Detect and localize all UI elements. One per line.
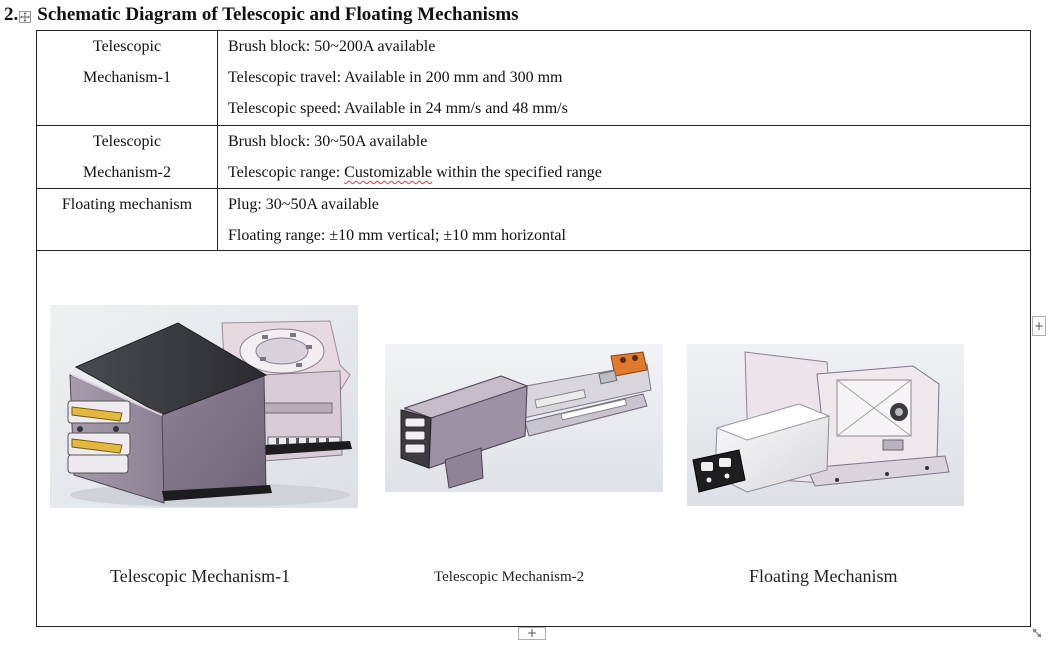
add-column-button[interactable]: +: [1032, 316, 1046, 336]
figures-cell[interactable]: Telescopic Mechanism-1 Telescopic Mechan…: [37, 251, 1030, 626]
figure-caption: Floating Mechanism: [749, 566, 898, 586]
row-label: Mechanism-1: [83, 69, 171, 86]
spec-text: Telescopic range:: [228, 164, 345, 181]
spec-line: Telescopic travel: Available in 200 mm a…: [228, 69, 563, 86]
row-label: Mechanism-2: [83, 164, 171, 181]
table-row: Telescopic Mechanism-1 Brush block: 50~2…: [37, 31, 1030, 126]
row-label: Floating mechanism: [61, 196, 193, 213]
section-title: Schematic Diagram of Telescopic and Floa…: [37, 4, 519, 25]
spec-line: Brush block: 50~200A available: [228, 38, 436, 55]
row-label: Telescopic: [92, 133, 162, 150]
spec-cell[interactable]: Plug: 30~50A available Floating range: ±…: [228, 189, 1030, 250]
spec-cell[interactable]: Brush block: 50~200A available Telescopi…: [228, 31, 1030, 125]
add-row-button[interactable]: +: [518, 627, 546, 640]
figure-caption: Telescopic Mechanism-2: [434, 569, 585, 585]
spec-line: Floating range: ±10 mm vertical; ±10 mm …: [228, 227, 566, 244]
spec-table: Telescopic Mechanism-1 Brush block: 50~2…: [36, 30, 1031, 627]
spec-line: Brush block: 30~50A available: [228, 133, 428, 150]
spec-line: Telescopic speed: Available in 24 mm/s a…: [228, 100, 568, 117]
row-label-cell[interactable]: Telescopic Mechanism-2: [37, 126, 218, 188]
telescopic-mechanism-1-image: [50, 305, 358, 508]
floating-mechanism-image: [687, 344, 964, 506]
row-label-cell[interactable]: Floating mechanism: [37, 189, 218, 250]
section-heading: 2. Schematic Diagram of Telescopic and F…: [4, 2, 519, 28]
table-row: Telescopic Mechanism-2 Brush block: 30~5…: [37, 126, 1030, 189]
spec-cell[interactable]: Brush block: 30~50A available Telescopic…: [228, 126, 1030, 188]
table-move-handle-icon[interactable]: [19, 11, 32, 23]
spec-line: Plug: 30~50A available: [228, 196, 379, 213]
spec-text: within the specified range: [432, 164, 602, 181]
table-resize-icon[interactable]: [1030, 627, 1044, 640]
figure-caption: Telescopic Mechanism-1: [110, 566, 291, 586]
telescopic-mechanism-2-image: [385, 344, 663, 492]
row-label-cell[interactable]: Telescopic Mechanism-1: [37, 31, 218, 125]
section-number: 2.: [4, 4, 19, 25]
spec-line: Telescopic range: Customizable within th…: [228, 157, 1030, 188]
table-row: Floating mechanism Plug: 30~50A availabl…: [37, 189, 1030, 251]
spellcheck-marked-word[interactable]: Customizable: [344, 164, 433, 181]
row-label: Telescopic: [92, 38, 162, 55]
